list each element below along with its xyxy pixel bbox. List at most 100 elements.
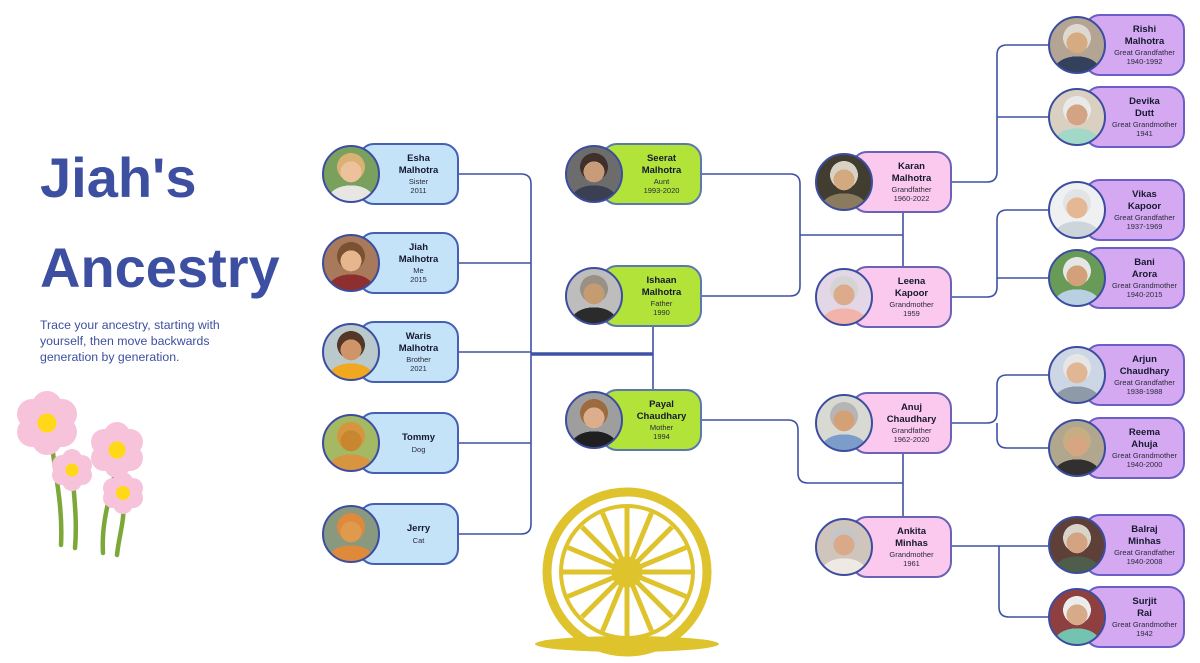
- pet-name: Tommy: [401, 432, 436, 444]
- person-years: 1937-1969: [1126, 221, 1163, 231]
- page-title-line2: Ancestry: [40, 236, 280, 299]
- pet-name: Jerry: [406, 523, 431, 535]
- person-name: Leena: [897, 276, 926, 288]
- person-name: Karan: [898, 161, 925, 173]
- avatar-photo: [565, 145, 623, 203]
- person-years: 2011: [410, 185, 427, 195]
- avatar-photo: [815, 153, 873, 211]
- person-name: Rishi: [1132, 24, 1157, 36]
- person-relation: Grandmother: [889, 549, 934, 559]
- person-relation: Great Grandmother: [1111, 280, 1178, 290]
- person-years: 1941: [1136, 128, 1153, 138]
- person-name: Rai: [1137, 607, 1152, 619]
- person-years: 1993-2020: [643, 185, 680, 195]
- avatar-photo: [322, 323, 380, 381]
- avatar-photo: [1048, 249, 1106, 307]
- person-name: Malhotra: [398, 164, 439, 176]
- person-name: Malhotra: [398, 253, 439, 265]
- person-relation: Great Grandmother: [1111, 119, 1178, 129]
- person-relation: Grandfather: [891, 425, 932, 435]
- pet-relation: Cat: [412, 535, 425, 545]
- person-years: 1961: [903, 558, 920, 568]
- person-years: 1940-2000: [1126, 459, 1163, 469]
- person-years: 1962-2020: [893, 434, 930, 444]
- person-relation: Father: [650, 298, 673, 308]
- person-relation: Sister: [408, 176, 429, 186]
- person-name: Waris: [405, 331, 432, 343]
- person-years: 2015: [410, 274, 427, 284]
- person-relation: Great Grandmother: [1111, 619, 1178, 629]
- person-years: 1940-2015: [1126, 289, 1163, 299]
- person-relation: Brother: [406, 354, 431, 364]
- avatar-photo: [322, 505, 380, 563]
- person-years: 1940-1992: [1126, 56, 1163, 66]
- person-name: Anuj: [900, 402, 923, 414]
- person-name: Minhas: [895, 537, 928, 549]
- avatar-photo: [565, 391, 623, 449]
- person-name: Dutt: [1135, 107, 1154, 119]
- person-relation: Mother: [649, 422, 674, 432]
- person-name: Payal: [649, 399, 674, 411]
- avatar-photo: [815, 518, 873, 576]
- person-name: Ishaan: [646, 275, 677, 287]
- person-relation: Great Grandmother: [1111, 450, 1178, 460]
- avatar-photo: [1048, 88, 1106, 146]
- avatar-photo: [1048, 588, 1106, 646]
- person-name: Malhotra: [891, 172, 932, 184]
- avatar-photo: [322, 414, 380, 472]
- person-name: Balraj: [1131, 524, 1158, 536]
- person-name: Esha: [407, 153, 430, 165]
- person-years: 1960-2022: [893, 193, 930, 203]
- person-name: Arora: [1131, 268, 1158, 280]
- person-name: Ankita: [896, 526, 927, 538]
- person-years: 2021: [410, 363, 427, 373]
- page-title-line1: Jiah's: [40, 146, 197, 209]
- avatar-photo: [322, 234, 380, 292]
- person-name: Minhas: [1128, 535, 1161, 547]
- person-relation: Grandmother: [889, 299, 934, 309]
- person-name: Malhotra: [641, 164, 682, 176]
- wheel-decoration: [535, 487, 719, 657]
- avatar-photo: [1048, 16, 1106, 74]
- avatar-photo: [1048, 181, 1106, 239]
- person-name: Chaudhary: [636, 410, 687, 422]
- person-name: Bani: [1134, 257, 1155, 269]
- person-relation: Aunt: [653, 176, 670, 186]
- person-relation: Great Grandfather: [1114, 377, 1175, 387]
- person-name: Seerat: [646, 153, 677, 165]
- person-years: 1938-1988: [1126, 386, 1163, 396]
- person-years: 1994: [653, 431, 670, 441]
- person-name: Malhotra: [398, 342, 439, 354]
- avatar-photo: [815, 394, 873, 452]
- flowers-decoration: [17, 391, 143, 558]
- person-relation: Grandfather: [891, 184, 932, 194]
- person-years: 1942: [1136, 628, 1153, 638]
- person-name: Kapoor: [1127, 200, 1162, 212]
- person-name: Malhotra: [641, 286, 682, 298]
- avatar-photo: [815, 268, 873, 326]
- person-name: Chaudhary: [1119, 365, 1170, 377]
- person-relation: Great Grandfather: [1114, 547, 1175, 557]
- person-name: Reema: [1128, 427, 1161, 439]
